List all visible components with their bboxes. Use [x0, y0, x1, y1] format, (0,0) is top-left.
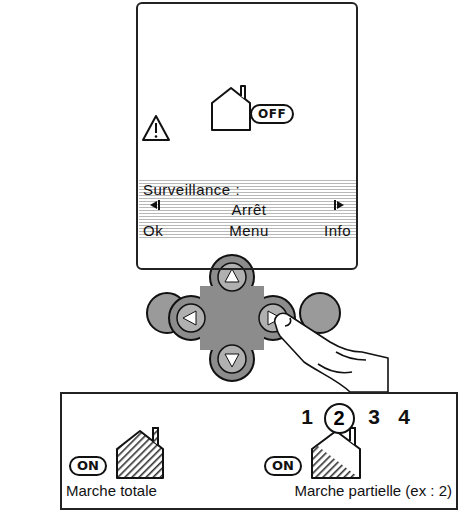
node-text: ON [77, 458, 99, 473]
mode-caption: Marche partielle (ex : 2) [294, 482, 452, 499]
full-house [117, 428, 163, 478]
status-value: Arrêt [231, 201, 266, 218]
mode-caption: Marche totale [66, 482, 157, 499]
zone-number: 1 [301, 405, 313, 429]
menu-label: Surveillance : [143, 181, 240, 198]
on-pill: ON [264, 456, 302, 476]
softkey-label: Ok [143, 222, 163, 239]
warning-icon [143, 116, 169, 140]
node-text: ON [272, 458, 294, 473]
zone-number: 3 [368, 405, 380, 429]
hand [275, 313, 388, 392]
house-icon [212, 86, 250, 130]
zone-number: 4 [398, 405, 410, 429]
partial-house [312, 428, 360, 478]
on-pill: ON [69, 456, 107, 476]
softkey-label: Menu [229, 222, 269, 239]
node-text: OFF [258, 107, 286, 121]
softkey-label: Info [324, 222, 351, 239]
lcd-screen: Surveillance : ArrêtOk Menu Info OFF [136, 2, 358, 270]
node-text: 2 [333, 407, 344, 430]
lcd-bands [139, 178, 356, 240]
selected-zone-number: 2 [324, 403, 355, 434]
status-pill: OFF [250, 104, 294, 124]
mode-box: 1 34Marche totale Marche partielle (ex : 2… [60, 392, 458, 510]
